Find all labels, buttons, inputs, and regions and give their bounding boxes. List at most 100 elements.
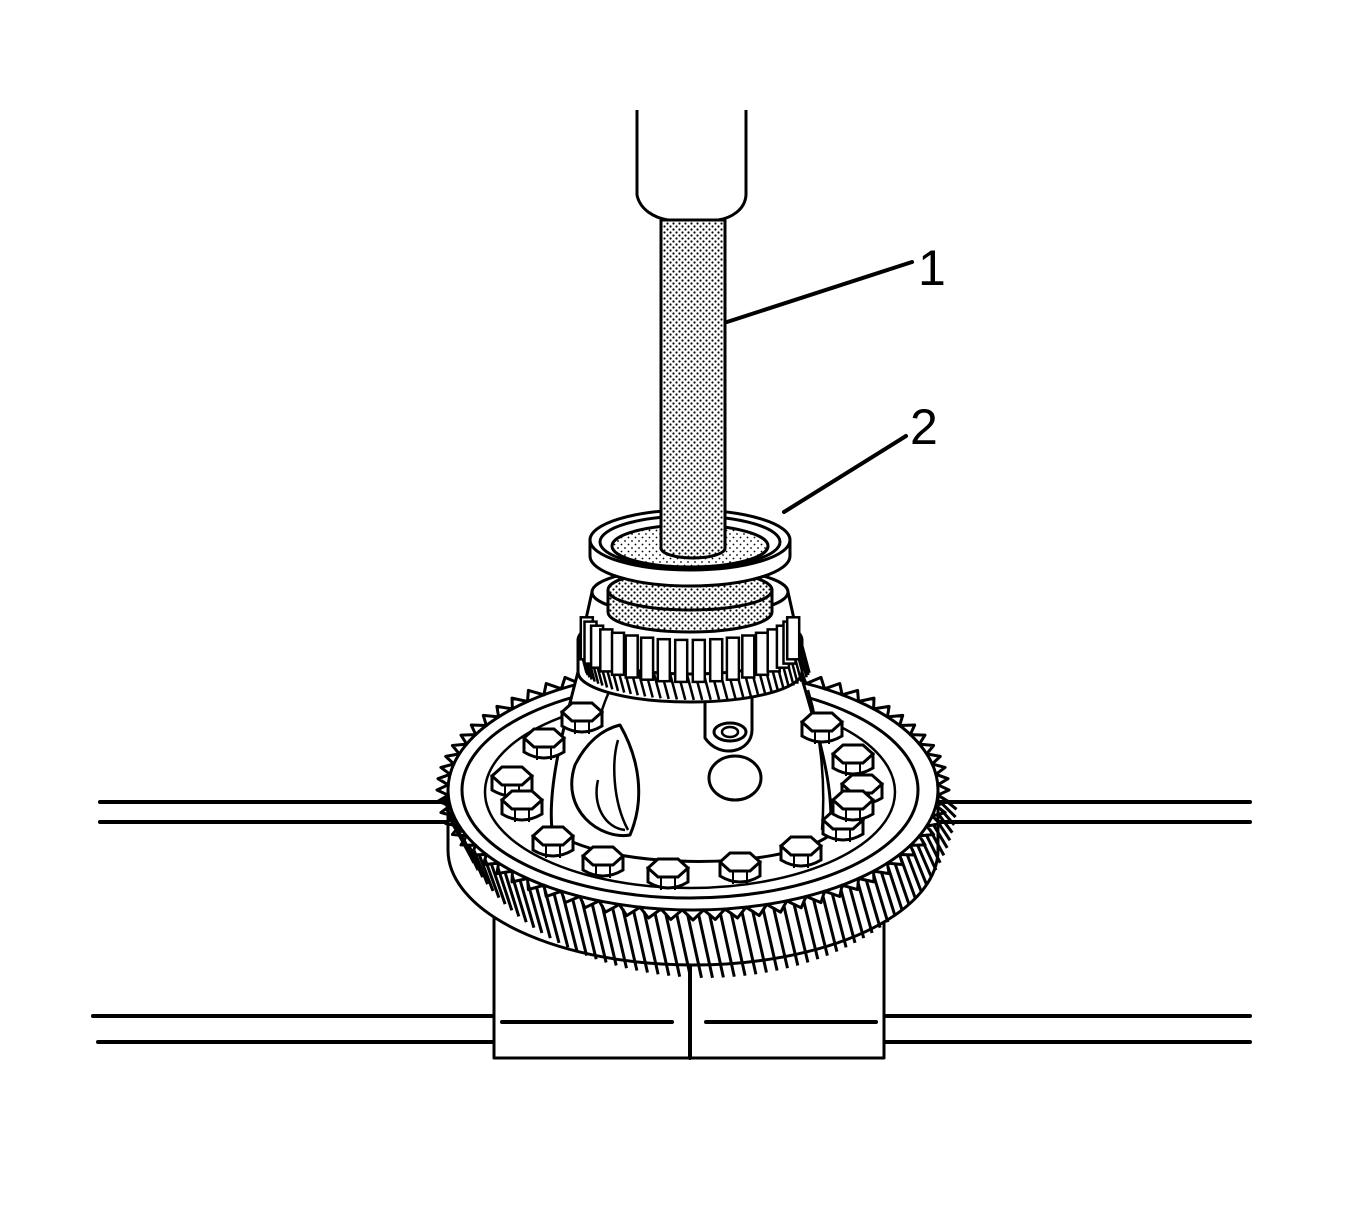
bolt-head <box>489 765 535 787</box>
bolt-head <box>499 789 545 811</box>
case-bolt <box>717 851 763 884</box>
case-bolt <box>799 711 845 744</box>
leader-lines <box>725 260 914 514</box>
helical-tooth <box>543 889 561 944</box>
helical-tooth <box>467 844 484 878</box>
helical-tooth <box>905 853 923 892</box>
press-rails <box>91 800 1252 1044</box>
bearing-roller <box>785 616 801 661</box>
helical-tooth <box>772 907 789 969</box>
helical-tooth <box>937 813 954 834</box>
callout-2-label: 2 <box>910 399 938 455</box>
case-bolt <box>778 835 824 868</box>
helical-tooth <box>552 892 570 948</box>
bearing-roller <box>610 631 626 677</box>
helical-tooth <box>802 900 820 960</box>
helical-tooth <box>924 834 942 864</box>
side-gear-tooth <box>800 642 811 674</box>
case-bolt <box>645 857 691 890</box>
helical-tooth <box>632 910 649 973</box>
helical-tooth <box>821 895 839 952</box>
helical-tooth <box>697 913 714 979</box>
case-bolt <box>521 727 567 760</box>
bolt-head <box>830 743 876 765</box>
helical-tooth <box>830 892 848 948</box>
bearing-roller <box>673 638 689 684</box>
differential-case <box>549 670 833 863</box>
helical-tooth <box>879 871 897 917</box>
helical-tooth <box>477 853 495 892</box>
bolt-head <box>530 825 576 847</box>
bearing-roller <box>624 634 639 679</box>
helical-tooth <box>534 886 552 939</box>
side-gear-tooth <box>799 644 810 676</box>
case-bolt <box>499 789 545 822</box>
case-bolt <box>830 743 876 776</box>
case-bolt <box>830 789 876 822</box>
helical-tooth <box>561 895 579 952</box>
bearing-roller <box>708 637 724 683</box>
helical-tooth <box>848 886 866 939</box>
helical-tooth <box>653 912 671 977</box>
helical-tooth <box>642 911 660 975</box>
helical-tooth <box>526 882 544 934</box>
helical-tooth <box>571 898 589 956</box>
case-bolts <box>489 701 885 890</box>
installer-driver <box>635 110 748 560</box>
case-bolt <box>559 701 605 734</box>
helical-tooth <box>811 898 829 956</box>
helical-tooth <box>886 867 904 911</box>
case-bolt <box>580 845 626 878</box>
bearing-roller <box>656 637 672 683</box>
helical-tooth <box>916 844 933 878</box>
bearing-rollers <box>579 616 801 684</box>
bolt-head <box>799 711 845 733</box>
helical-tooth <box>510 875 528 923</box>
helical-tooth <box>664 912 682 978</box>
helical-tooth <box>864 879 882 929</box>
bearing-roller <box>741 634 756 679</box>
bolt-head <box>645 857 691 879</box>
gear-tooth-outline <box>435 658 951 922</box>
helical-tooth <box>590 903 608 963</box>
helical-tooth <box>782 905 800 966</box>
helical-tooth <box>751 910 768 973</box>
helical-tooth <box>718 912 736 978</box>
helical-tooth <box>446 813 463 834</box>
helical-tooth <box>740 911 758 975</box>
helical-tooth <box>729 912 747 977</box>
helical-tooth <box>489 862 507 905</box>
case-bolt <box>530 825 576 858</box>
helical-tooth <box>792 903 810 963</box>
helical-tooth <box>872 875 890 923</box>
helical-tooth <box>580 900 598 960</box>
helical-tooth <box>611 907 628 969</box>
bearing-roller <box>639 636 655 681</box>
bolt-head <box>717 851 763 873</box>
bolt-head <box>778 835 824 857</box>
gear-top-teeth <box>435 658 951 922</box>
helical-tooth <box>893 862 911 905</box>
bolt-head <box>559 701 605 723</box>
bolt-head <box>521 727 567 749</box>
helical-tooth <box>707 913 725 978</box>
helical-tooth <box>621 908 639 971</box>
helical-tooth <box>518 879 536 929</box>
helical-tooth <box>761 908 779 971</box>
helical-tooth <box>931 823 949 849</box>
callout-1-label: 1 <box>918 240 946 296</box>
bearing-roller <box>754 631 770 677</box>
bearing-roller <box>599 628 614 673</box>
helical-tooth <box>503 871 521 917</box>
helical-tooth <box>940 802 957 819</box>
helical-tooth <box>600 905 618 966</box>
helical-tooth <box>675 913 693 978</box>
bearing-roller <box>691 638 707 684</box>
helical-tooth <box>686 913 703 979</box>
helical-tooth <box>856 882 874 934</box>
bolt-head <box>580 845 626 867</box>
helical-tooth <box>496 867 514 911</box>
helical-tooth <box>839 889 857 944</box>
bolt-head <box>830 789 876 811</box>
